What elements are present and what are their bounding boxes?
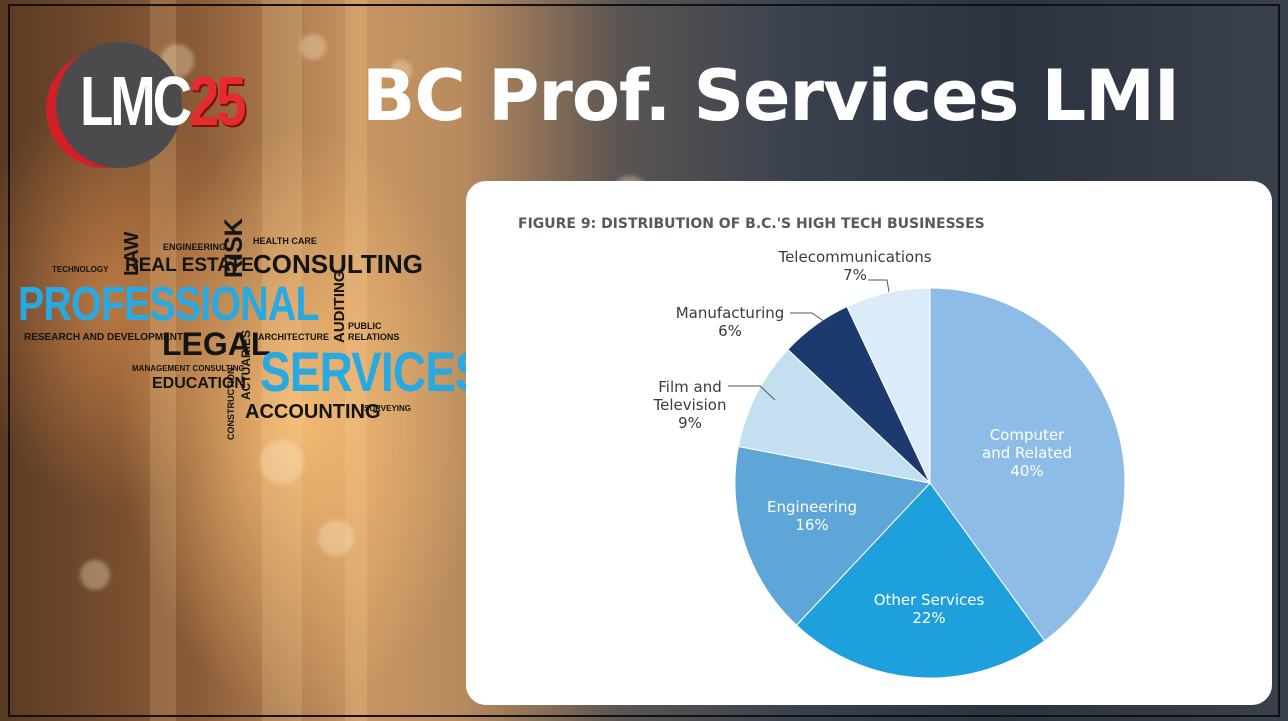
- background-pillar: [262, 0, 302, 721]
- word-cloud-word: ARCHITECTURE: [258, 332, 329, 342]
- word-cloud-word: PUBLIC: [348, 321, 382, 331]
- word-cloud-word: EDUCATION: [152, 375, 246, 392]
- logo-disc: [56, 42, 182, 168]
- word-cloud-word: SURVEYING: [364, 404, 411, 413]
- pie-slice-other-services: [795, 482, 1046, 679]
- background-pillar: [345, 0, 367, 721]
- leader-line-film-and-television: [728, 385, 776, 401]
- word-cloud-word: TECHNOLOGY: [52, 265, 109, 274]
- slide-title: BC Prof. Services LMI: [362, 55, 1180, 137]
- word-cloud-word: REAL ESTATE: [125, 255, 254, 276]
- pie-slice-film-and-television: [737, 348, 932, 484]
- logo-number-text: 25: [188, 62, 247, 140]
- bokeh-light: [300, 34, 326, 60]
- bokeh-light: [318, 520, 354, 556]
- bokeh-light: [390, 60, 412, 82]
- logo-wordmark: LMC25: [80, 66, 247, 136]
- bokeh-light: [260, 440, 304, 484]
- chart-title: FIGURE 9: DISTRIBUTION OF B.C.'S HIGH TE…: [518, 216, 985, 232]
- word-cloud-word: LEGAL: [162, 326, 271, 362]
- word-cloud-word: ACCOUNTING: [245, 401, 381, 423]
- leader-line-manufacturing: [790, 312, 826, 323]
- lmc25-logo: LMC25: [46, 40, 296, 180]
- word-cloud-word: MANAGEMENT CONSULTING: [132, 364, 245, 373]
- word-cloud-word: RESEARCH AND DEVELOPMENT: [24, 332, 184, 343]
- pie-slice-telecommunications: [846, 287, 931, 484]
- leader-line-telecommunications: [868, 279, 890, 293]
- word-cloud-word: CONSULTING: [253, 249, 423, 279]
- word-cloud-word: RELATIONS: [348, 332, 400, 342]
- word-cloud-word: SERVICES: [260, 340, 486, 403]
- pie-slice-computer-and-related: [929, 287, 1126, 642]
- bokeh-light: [80, 560, 110, 590]
- word-cloud-word: PROFESSIONAL: [18, 278, 320, 331]
- word-cloud-word: ENGINEERING: [163, 242, 227, 252]
- word-cloud-word: HEALTH CARE: [253, 236, 317, 246]
- pie-slice-engineering: [734, 445, 931, 626]
- logo-lmc-text: LMC: [80, 62, 192, 140]
